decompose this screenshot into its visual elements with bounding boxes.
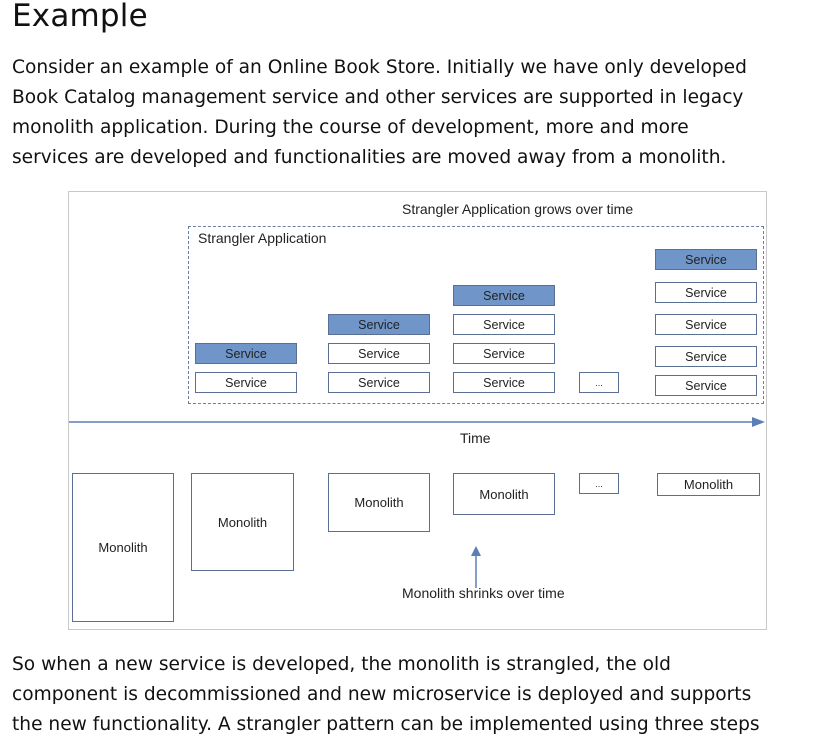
service-box: Service: [655, 282, 757, 303]
monolith-box: Monolith: [657, 473, 760, 496]
time-arrow: [69, 417, 765, 427]
strangler-pattern-diagram: Strangler Application grows over time St…: [68, 191, 767, 630]
monolith-box: Monolith: [191, 473, 294, 571]
service-box: Service: [453, 343, 555, 364]
service-box-new: Service: [328, 314, 430, 335]
service-box: Service: [328, 372, 430, 393]
paragraph-line: services are developed and functionaliti…: [12, 147, 727, 168]
service-box: Service: [328, 343, 430, 364]
monolith-box: Monolith: [453, 473, 555, 515]
time-label: Time: [460, 430, 491, 446]
service-box: Service: [453, 372, 555, 393]
monolith-shrinks-label: Monolith shrinks over time: [402, 585, 565, 601]
service-box-new: Service: [195, 343, 297, 364]
service-box: Service: [655, 314, 757, 335]
conclusion-paragraph: So when a new service is developed, the …: [12, 650, 827, 740]
paragraph-line: So when a new service is developed, the …: [12, 654, 671, 675]
strangler-application-boundary: [188, 226, 764, 404]
intro-paragraph: Consider an example of an Online Book St…: [12, 53, 827, 173]
service-box-new: Service: [655, 249, 757, 270]
monolith-box: Monolith: [328, 473, 430, 532]
service-box: Service: [655, 346, 757, 367]
section-heading: Example: [12, 0, 148, 34]
paragraph-line: monolith application. During the course …: [12, 117, 689, 138]
paragraph-line: component is decommissioned and new micr…: [12, 684, 752, 705]
service-box: Service: [655, 375, 757, 396]
ellipsis-box: ...: [579, 473, 619, 494]
paragraph-line: Consider an example of an Online Book St…: [12, 57, 747, 78]
paragraph-line: Book Catalog management service and othe…: [12, 87, 744, 108]
monolith-shrinks-arrow: [471, 546, 481, 588]
strangler-application-label: Strangler Application: [198, 230, 327, 246]
diagram-top-label: Strangler Application grows over time: [402, 201, 634, 217]
ellipsis-box: ...: [579, 372, 619, 393]
paragraph-line: the new functionality. A strangler patte…: [12, 714, 760, 735]
monolith-box: Monolith: [72, 473, 174, 622]
service-box: Service: [453, 314, 555, 335]
service-box-new: Service: [453, 285, 555, 306]
service-box: Service: [195, 372, 297, 393]
